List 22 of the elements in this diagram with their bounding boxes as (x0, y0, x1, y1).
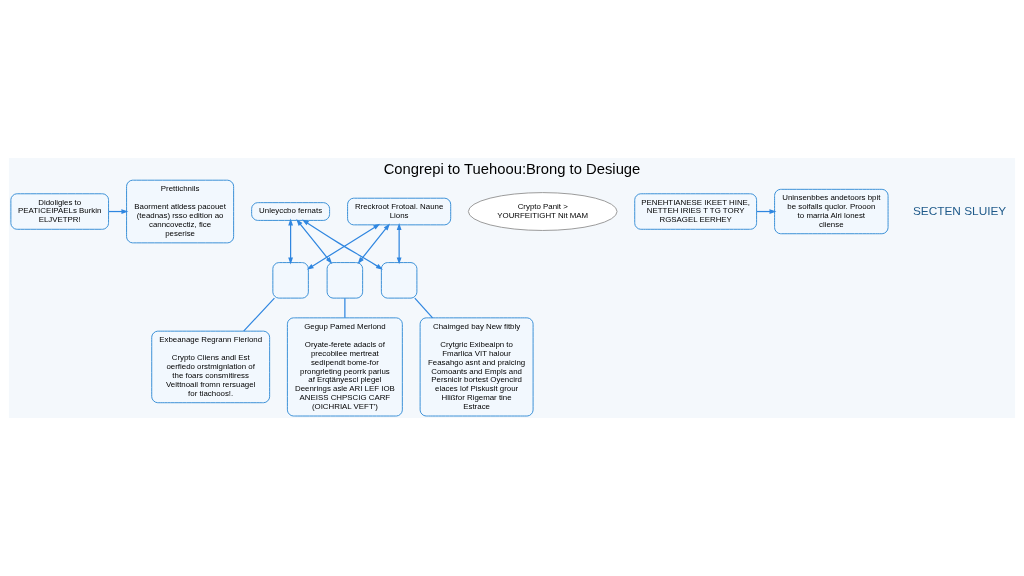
node-ellipse: Crypto Panit > YOURFEITIGHT Nit MAM (467, 192, 618, 231)
node-box (380, 262, 418, 299)
node-box: Prettichnils Baorment atldess pacouet (teadnas) rsso edition ao canncovectiz, fice peserise (126, 179, 235, 244)
arrow (396, 223, 402, 265)
label: SECTEN SLUIEY (912, 203, 1007, 218)
node-box (326, 262, 364, 299)
node-box: Uninsenbbes andetoors bpit be soifalls quclor. Prooon to marria Alri lonest cliense (774, 188, 889, 235)
node-box: PENEHTIANESE IKEET HINE, NETTEH IRIES T TG TORY RGSAGEL EERHEY (634, 193, 758, 230)
connector (414, 297, 434, 319)
connector (243, 297, 276, 332)
arrow (296, 219, 333, 264)
arrow (357, 223, 390, 264)
node-box: Didoligles to PEATICEIPAELs Burkin ELJVETPR! (10, 193, 110, 230)
node-box: Rreckroot Frotoal. Naune Lions (347, 197, 452, 226)
node-box: Exbeanage Regrann Flerlond Crypto Cliens andl Est oerfiedo orstmignlation of the foars consmitiress Veittnoail fromn rersuagel for tiachoos!. (151, 330, 271, 404)
node-box: Chaimged bay New fitbly Crytgric Exibeaipn to Fmarlica VIT halour Feasahgo asnt and praicing Comoants and Empls and Persnicir bortest Oyencird elaces lof Piskuslt grour Hlißfor Rigemar tine Estrace (419, 317, 534, 417)
node-box: Gegup Pamed Merlond Oryate-ferete adacls of precobilee mertreat sedipendt bome-for prongrleting peorrk parius af Erqtänyescl plegel Deenrings asle ARI LEF IOB ANEISS CHPSCIG CARF (OICHRIAL VEFT') (286, 317, 403, 417)
diagram-title: Congrepi to Tuehoou:Brong to Desiuge (383, 160, 641, 177)
node-box: Unleyccbo fernats (251, 202, 331, 221)
node-box (272, 262, 309, 299)
connector (344, 297, 346, 319)
arrow (288, 218, 294, 265)
